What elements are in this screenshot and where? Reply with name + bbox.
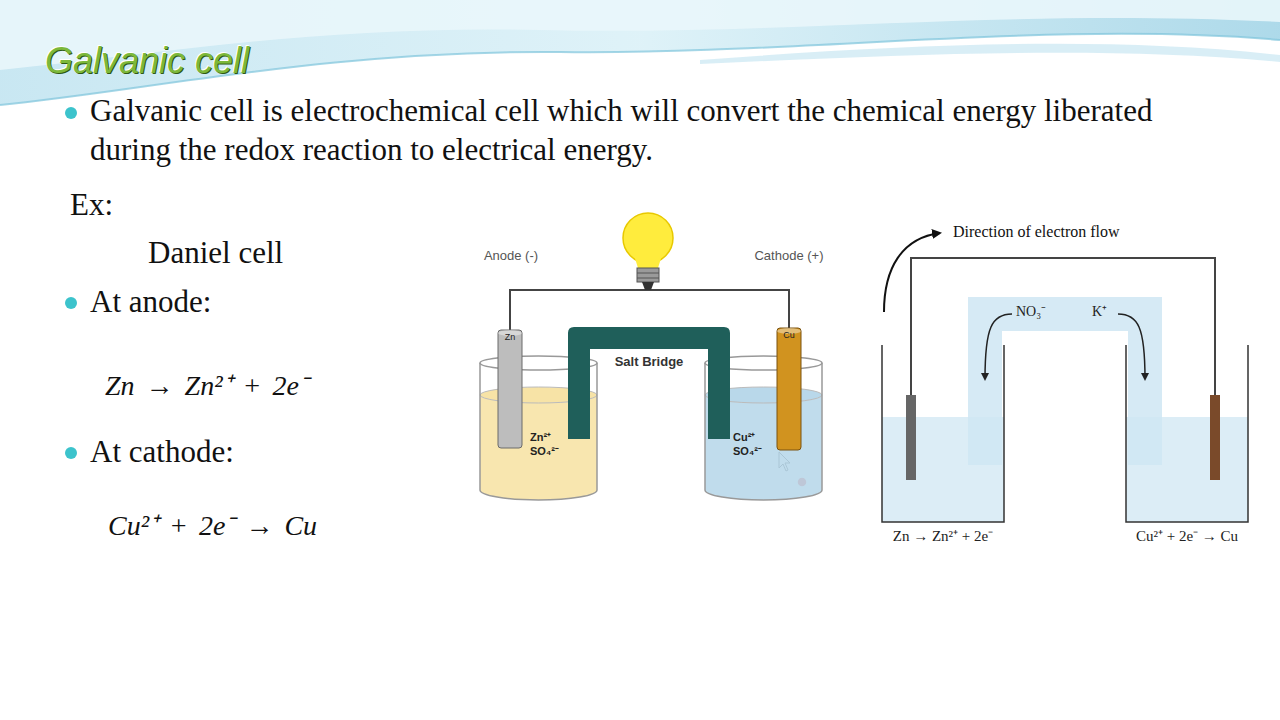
shape-outline xyxy=(568,327,730,439)
node-text: Cu xyxy=(777,330,801,341)
salt-bridge: Salt Bridge xyxy=(568,327,730,439)
node-text: Zn xyxy=(498,332,522,343)
bullet-dot xyxy=(65,107,77,119)
cathode-equation: Cu²⁺ + 2e⁻ → Cu xyxy=(108,508,428,543)
copper-electrode: Cu xyxy=(777,328,801,450)
zinc-electrode: Zn xyxy=(498,330,522,448)
shape-outline xyxy=(968,297,1162,465)
flow-label: Direction of electron flow xyxy=(953,222,1153,242)
bullet-dot xyxy=(65,447,77,459)
salt-bridge-tube: NO₃⁻ K⁺ xyxy=(968,297,1162,465)
node-text: NO₃⁻ xyxy=(1016,303,1046,321)
shape-outline xyxy=(498,330,522,448)
node-text: Zn → Zn²⁺ + 2e⁻ xyxy=(874,527,1012,546)
node-text: Cu²⁺ + 2e⁻ → Cu xyxy=(1112,527,1262,546)
node-text: Cu²⁺ xyxy=(733,431,755,445)
bullet-text: At anode: xyxy=(90,283,330,322)
anode-equation: Zn → Zn²⁺ + 2e⁻ xyxy=(105,368,425,403)
slide-title: Galvanic cell xyxy=(45,38,249,83)
node-text: SO₄²⁻ xyxy=(530,445,559,459)
light-bulb xyxy=(623,213,673,290)
electrode-label: Anode (-) xyxy=(482,248,540,265)
example-text: Daniel cell xyxy=(148,234,368,273)
node-text: SO₄²⁻ xyxy=(733,445,762,459)
node-text: Zn²⁺ xyxy=(530,431,551,445)
shape-outline xyxy=(777,328,801,450)
node-text: K⁺ xyxy=(1092,303,1107,321)
bullet-dot xyxy=(65,297,77,309)
wire xyxy=(510,290,789,330)
bullet-text: Galvanic cell is electrochemical cell wh… xyxy=(90,92,1220,170)
electrode-label: Cathode (+) xyxy=(752,248,826,265)
bullet-text: At cathode: xyxy=(90,433,350,472)
node-text: Salt Bridge xyxy=(598,354,700,370)
example-label: Ex: xyxy=(70,186,150,225)
electron-flow-arrow xyxy=(884,233,940,312)
